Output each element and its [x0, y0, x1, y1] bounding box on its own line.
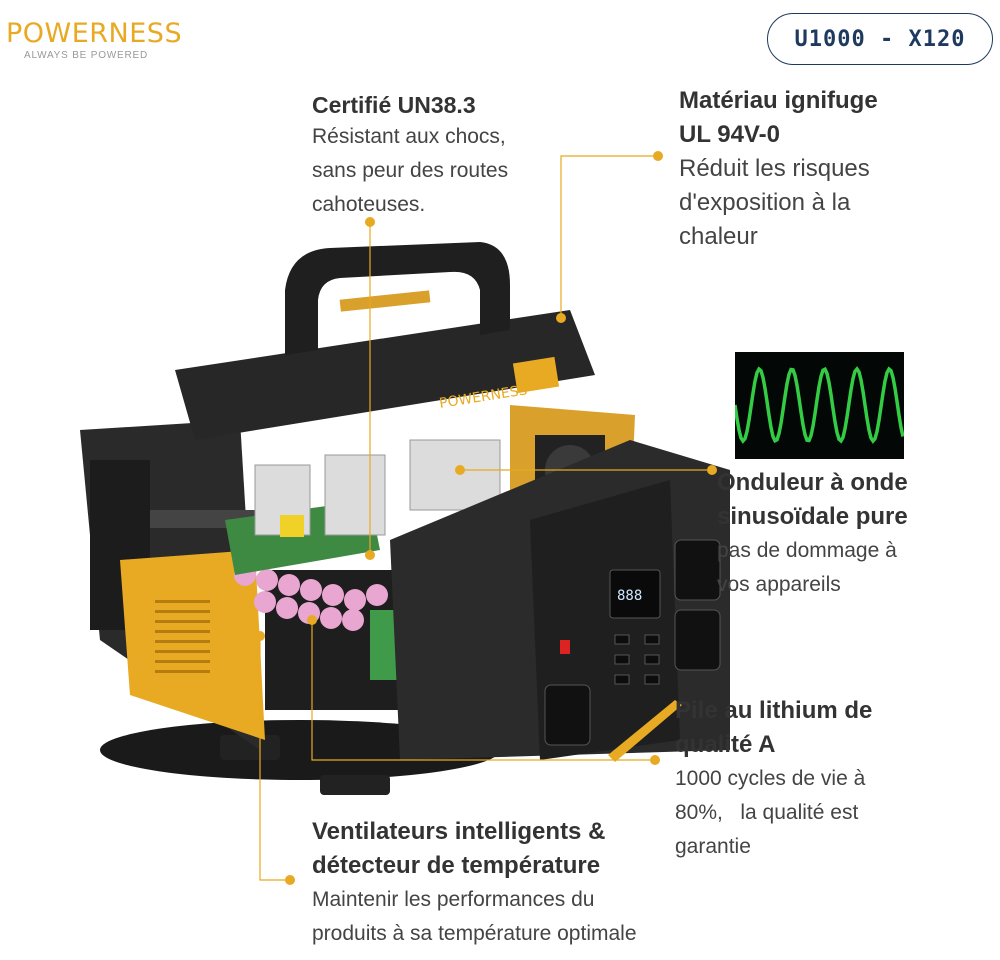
title-line: Onduleur à onde — [717, 469, 908, 496]
callout-title: Pile au lithium de qualité A — [675, 694, 995, 762]
callout-desc: 1000 cycles de vie à 80%, la qualité est… — [675, 762, 995, 864]
leader-fans — [259, 636, 290, 881]
leader-dot — [653, 151, 663, 161]
desc-line: 80%, la qualité est — [675, 801, 859, 824]
model-badge: U1000 - X120 — [767, 13, 993, 65]
heatsinks — [254, 439, 501, 536]
power-switch — [560, 640, 570, 654]
lid-badge — [512, 356, 560, 394]
fan-grille — [155, 600, 210, 673]
title-line: qualité A — [675, 731, 776, 758]
lcd-digits: 888 — [617, 588, 642, 604]
power-station-exploded-view: 888 POWERNESS — [80, 242, 730, 795]
sine-wave — [735, 366, 904, 444]
callout-desc: pas de dommage à vos appareils — [717, 534, 1000, 602]
title-line: détecteur de température — [312, 852, 601, 879]
title-line: Pile au lithium de — [675, 697, 873, 724]
leader-dot — [455, 465, 465, 475]
sine-wave-image — [735, 352, 904, 459]
desc-line: cahoteuses. — [312, 193, 426, 216]
brand-tagline: ALWAYS BE POWERED — [24, 50, 148, 61]
callout-inverter: Onduleur à onde sinusoïdale pure pas de … — [717, 466, 1000, 602]
leader-material — [560, 155, 658, 318]
desc-line: vos appareils — [717, 573, 841, 596]
desc-line: chaleur — [679, 223, 758, 250]
desc-line: garantie — [675, 835, 751, 858]
title-line: Matériau ignifuge — [679, 87, 878, 114]
desc-line: pas de dommage à — [717, 539, 897, 562]
desc-line: sans peur des routes — [312, 159, 509, 182]
desc-line: produits à sa température optimale — [312, 922, 637, 945]
leader-dot — [285, 875, 295, 885]
callout-desc: Maintenir les performances du produits à… — [312, 883, 712, 951]
callout-material: Matériau ignifuge UL 94V-0 Réduit les ri… — [679, 84, 979, 254]
callout-title: Matériau ignifuge UL 94V-0 — [679, 84, 979, 152]
desc-line: Réduit les risques — [679, 155, 870, 182]
callout-desc: Réduit les risques d'exposition à la cha… — [679, 152, 979, 254]
title-line: UL 94V-0 — [679, 121, 780, 148]
desc-line: Résistant aux chocs, — [312, 125, 506, 148]
brand-logo: POWERNESS ALWAYS BE POWERED — [6, 20, 182, 61]
foot — [220, 735, 280, 760]
callout-title: Ventilateurs intelligents & détecteur de… — [312, 815, 712, 883]
desc-line: 1000 cycles de vie à — [675, 767, 866, 790]
leader-dot — [556, 313, 566, 323]
foot — [320, 775, 390, 795]
ac-outlets — [544, 539, 721, 746]
leader-dot — [650, 755, 660, 765]
callout-battery: Pile au lithium de qualité A 1000 cycles… — [675, 694, 995, 864]
title-line: Ventilateurs intelligents & — [312, 818, 606, 845]
top-lid — [175, 310, 595, 440]
callout-certified: Certifié UN38.3 Résistant aux chocs, san… — [312, 90, 572, 222]
desc-line: Maintenir les performances du — [312, 888, 595, 911]
lcd-display — [609, 569, 661, 619]
brand-name: POWERNESS — [6, 18, 183, 49]
callout-desc: Résistant aux chocs, sans peur des route… — [312, 120, 572, 222]
leader-dot — [255, 631, 265, 641]
gold-strip — [608, 700, 682, 762]
carry-handle — [285, 242, 510, 355]
leader-dot — [365, 217, 375, 227]
desc-line: d'exposition à la — [679, 189, 851, 216]
leader-dot — [707, 465, 717, 475]
fan-panel — [120, 550, 265, 740]
leader-dot — [365, 550, 375, 560]
callout-fans: Ventilateurs intelligents & détecteur de… — [312, 815, 712, 951]
callout-title: Onduleur à onde sinusoïdale pure — [717, 466, 1000, 534]
leader-battery — [311, 620, 655, 761]
leader-dot — [307, 615, 317, 625]
usb-ports — [614, 634, 660, 685]
callout-title: Certifié UN38.3 — [312, 92, 476, 118]
capacitor — [280, 515, 304, 537]
handle-grip — [339, 290, 431, 312]
title-line: sinusoïdale pure — [717, 503, 908, 530]
